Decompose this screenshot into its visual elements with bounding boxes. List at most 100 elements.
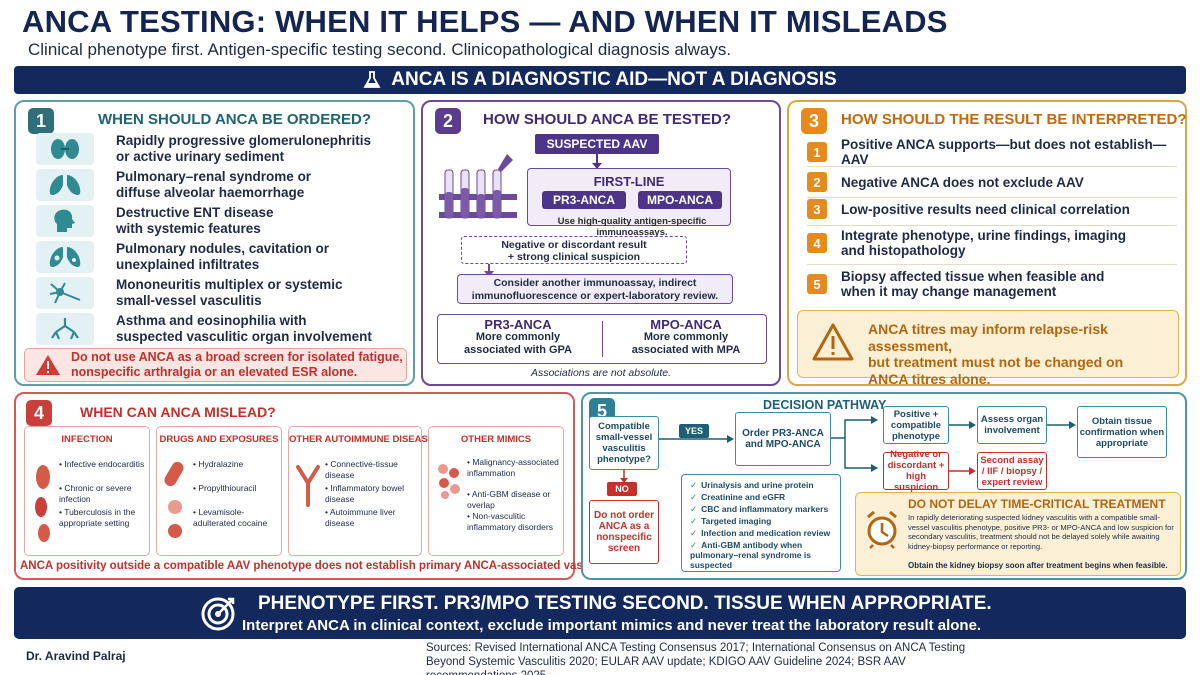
- checklist-item: ✓Infection and medication review: [690, 528, 830, 538]
- alert-body: In rapidly deteriorating suspected kidne…: [908, 513, 1174, 551]
- phenotype-question-box: Compatible small-vessel vasculitis pheno…: [589, 416, 659, 470]
- divider: [807, 225, 1177, 226]
- associations-footnote: Associations are not absolute.: [530, 367, 672, 379]
- item-line: Biopsy affected tissue when feasible and: [841, 269, 1105, 284]
- warning-icon: [36, 355, 60, 375]
- panel-title: HOW SHOULD THE RESULT BE INTERPRETED?: [841, 111, 1187, 128]
- category-title: INFECTION: [61, 434, 113, 445]
- check-icon: ✓: [690, 504, 698, 514]
- item-line: Destructive ENT disease: [116, 205, 274, 220]
- negative-line: + strong clinical suspicion: [507, 251, 641, 263]
- assoc-left: PR3-ANCA More commonly associated with G…: [438, 318, 598, 357]
- category-title: DRUGS AND EXPOSURES: [159, 434, 279, 445]
- arrow-right-icon: [949, 421, 976, 429]
- negative-line: Negative or discordant result: [501, 239, 647, 251]
- category-title: OTHER AUTOIMMUNE DISEASE: [289, 434, 435, 445]
- top-banner: ANCA IS A DIAGNOSTIC AID—NOT A DIAGNOSIS: [14, 66, 1186, 94]
- check-icon: ✓: [690, 492, 698, 502]
- checklist-item: ✓Anti-GBM antibody when pulmonary–renal …: [690, 540, 834, 570]
- banner-text: ANCA IS A DIAGNOSTIC AID—NOT A DIAGNOSIS: [391, 69, 837, 90]
- item-line: Rapidly progressive glomerulonephritis: [116, 133, 372, 148]
- check-icon: ✓: [690, 480, 698, 490]
- flask-icon: [363, 71, 381, 88]
- alert-line: ANCA titres alone.: [868, 370, 991, 387]
- target-icon: [201, 597, 235, 631]
- negative-result-box: Negative or discordant result + strong c…: [461, 236, 687, 264]
- assoc-right: MPO-ANCA More commonly associated with M…: [606, 318, 766, 357]
- item-number: 4: [807, 233, 827, 253]
- arrow-right-icon: [949, 467, 976, 475]
- arrow-right-icon: [659, 435, 734, 443]
- sources: Sources: Revised International ANCA Test…: [426, 642, 966, 675]
- item-line: small-vessel vasculitis: [116, 293, 262, 308]
- check-text: CBC and inflammatory markers: [701, 504, 829, 514]
- bronchi-icon: [36, 313, 94, 345]
- panel-title: WHEN SHOULD ANCA BE ORDERED?: [98, 111, 372, 128]
- author: Dr. Aravind Palraj: [26, 649, 126, 663]
- check-text: Creatinine and eGFR: [701, 492, 786, 502]
- checklist-item: ✓Urinalysis and urine protein: [690, 480, 814, 490]
- item-line: Mononeuritis multiplex or systemic: [116, 277, 343, 292]
- panel-title: WHEN CAN ANCA MISLEAD?: [80, 404, 276, 420]
- category-item: Autoimmune liver disease: [325, 507, 421, 528]
- panel-number: 4: [26, 400, 52, 426]
- alert-line: but treatment must not be changed on: [868, 354, 1124, 370]
- bottom-subline: Interpret ANCA in clinical context, excl…: [242, 617, 982, 634]
- divider: [807, 264, 1177, 265]
- item-line: Pulmonary nodules, cavitation or: [116, 241, 330, 256]
- alert-line: ANCA titres may inform relapse-risk asse…: [868, 321, 1108, 354]
- time-critical-alert: DO NOT DELAY TIME-CRITICAL TREATMENT In …: [855, 492, 1181, 576]
- panel-title: HOW SHOULD ANCA BE TESTED?: [483, 111, 732, 128]
- workup-checklist: ✓Urinalysis and urine protein ✓Creatinin…: [681, 474, 841, 572]
- item-line: or active urinary sediment: [116, 149, 285, 164]
- no-label: NO: [607, 482, 637, 496]
- category-item: Malignancy-associated inflammation: [467, 457, 563, 478]
- neuron-icon: [36, 277, 94, 309]
- category-title: OTHER MIMICS: [460, 434, 532, 445]
- category-drugs: DRUGS AND EXPOSURES Hydralazine Propylth…: [156, 426, 282, 556]
- panel-interpretation: 3 HOW SHOULD THE RESULT BE INTERPRETED? …: [787, 100, 1187, 387]
- panel-title: DECISION PATHWAY: [763, 398, 887, 412]
- warning-box: Do not use ANCA as a broad screen for is…: [24, 348, 407, 382]
- bacteria-icon: [35, 465, 50, 542]
- mislead-footer: ANCA positivity outside a compatible AAV…: [20, 560, 620, 572]
- consider-box: Consider another immunoassay, indirect i…: [457, 274, 733, 304]
- association-box: PR3-ANCA More commonly associated with G…: [437, 314, 767, 364]
- category-item: Infective endocarditis: [59, 459, 147, 470]
- assoc-line: associated with GPA: [464, 344, 572, 356]
- panel-mislead: 4 WHEN CAN ANCA MISLEAD? INFECTION Infec…: [14, 392, 620, 580]
- do-not-order-box: Do not order ANCA as a nonspecific scree…: [589, 500, 659, 564]
- pr3-anca-box: PR3-ANCA: [542, 191, 626, 209]
- category-item: Tuberculosis in the appropriate setting: [59, 507, 147, 528]
- item-line: when it may change management: [841, 284, 1057, 299]
- category-infection: INFECTION Infective endocarditis Chronic…: [24, 426, 150, 556]
- item-number: 5: [807, 274, 827, 294]
- item-line: Asthma and eosinophilia with: [116, 313, 307, 328]
- check-text: Targeted imaging: [701, 516, 772, 526]
- warning-line: Do not use ANCA as a broad screen for is…: [71, 350, 403, 364]
- category-autoimmune: OTHER AUTOIMMUNE DISEASE Connective-tiss…: [288, 426, 435, 556]
- item-line: diffuse alveolar haemorrhage: [116, 185, 305, 200]
- warning-line: nonspecific arthralgia or an elevated ES…: [71, 365, 358, 379]
- category-item: Levamisole-adulterated cocaine: [193, 507, 279, 528]
- assoc-title: MPO-ANCA: [650, 317, 722, 332]
- positive-box: Positive + compatible phenotype: [883, 406, 949, 444]
- bottom-banner: PHENOTYPE FIRST. PR3/MPO TESTING SECOND.…: [14, 587, 1186, 639]
- order-anca-box: Order PR3-ANCA and MPO-ANCA: [735, 412, 831, 466]
- panel-when-to-order: 1 WHEN SHOULD ANCA BE ORDERED? Rapidly p…: [14, 100, 415, 386]
- alert-title: DO NOT DELAY TIME-CRITICAL TREATMENT: [908, 497, 1166, 511]
- kidney-icon: [36, 133, 94, 165]
- divider: [807, 197, 1177, 198]
- item-line: Positive ANCA supports—but does not esta…: [841, 137, 1167, 167]
- lungs-icon: [36, 169, 94, 201]
- page-subtitle: Clinical phenotype first. Antigen-specif…: [28, 40, 732, 59]
- category-item: Inflammatory bowel disease: [325, 483, 421, 504]
